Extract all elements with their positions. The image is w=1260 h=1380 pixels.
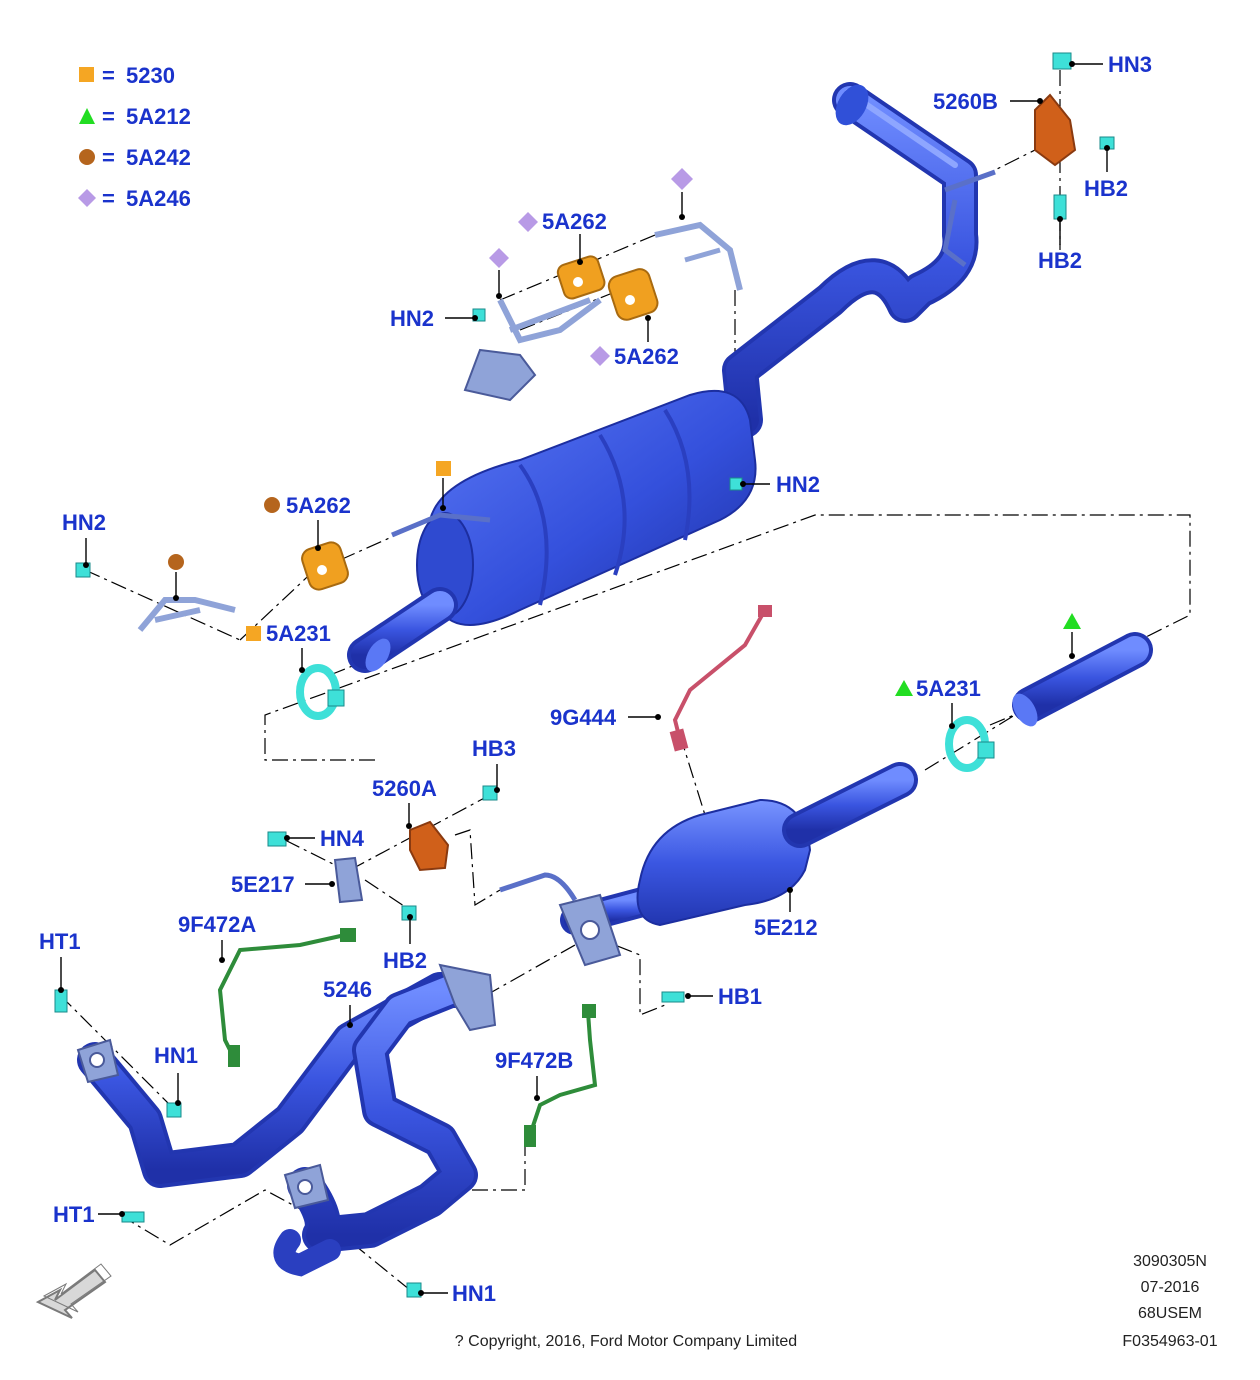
footer-model: 68USEM — [1138, 1305, 1202, 1322]
sensor-9f472a-wire — [217, 933, 346, 1061]
muffler — [347, 389, 757, 673]
bracket-5e217 — [333, 856, 364, 904]
label-hb2-top-b: HB2 — [1038, 248, 1082, 273]
legend-eq-3: = — [102, 145, 115, 170]
label-5246: 5246 — [323, 977, 372, 1002]
marker-diamond-left — [489, 248, 509, 268]
footer-ref: F0354963-01 — [1122, 1333, 1217, 1350]
upper-bracket-right — [654, 221, 743, 291]
legend-circle-symbol — [79, 149, 95, 165]
legend-code-5a212: 5A212 — [126, 104, 191, 129]
left-bracket — [137, 597, 236, 632]
muffler-hanger — [391, 512, 491, 538]
clamps — [296, 664, 995, 772]
fastener-ht1-bottom — [121, 1211, 145, 1223]
legend-eq-2: = — [102, 104, 115, 129]
callout-markers — [168, 168, 1081, 696]
label-hn1-bottom: HN1 — [452, 1281, 496, 1306]
catalytic-converter — [499, 762, 918, 967]
front-direction-arrow-icon — [35, 1263, 112, 1319]
label-5a231-left: 5A231 — [266, 621, 331, 646]
marker-square-muffler — [436, 461, 451, 476]
fastener-hb1 — [661, 991, 685, 1003]
label-5a231-right: 5A231 — [916, 676, 981, 701]
part-labels: HN3 5260B HB2 HB2 5A262 HN2 5A262 HN2 HN… — [39, 52, 1152, 1306]
legend-square-symbol — [79, 67, 94, 82]
footer-copyright: ? Copyright, 2016, Ford Motor Company Li… — [455, 1333, 797, 1350]
sensors — [217, 605, 772, 1147]
fastener-hn4 — [267, 831, 287, 847]
label-5a262-left: 5A262 — [286, 493, 351, 518]
fastener-hn1-top — [166, 1102, 182, 1118]
label-hb2-top-a: HB2 — [1084, 176, 1128, 201]
legend-code-5a246: 5A246 — [126, 186, 191, 211]
leader-lines — [58, 61, 1110, 1296]
label-hn1-top: HN1 — [154, 1043, 198, 1068]
tailpipe-hanger — [942, 169, 996, 267]
label-ht1-bottom: HT1 — [53, 1202, 95, 1227]
marker-diamond-5a262-mid — [590, 346, 610, 366]
label-5e217: 5E217 — [231, 872, 295, 897]
legend-eq-4: = — [102, 186, 115, 211]
label-hb1: HB1 — [718, 984, 762, 1009]
footer-code: 3090305N — [1133, 1253, 1207, 1270]
fastener-hn3 — [1052, 52, 1072, 70]
marker-circle-bracket — [168, 554, 184, 570]
marker-diamond-5a262-top — [518, 212, 538, 232]
legend-diamond-symbol — [78, 189, 96, 207]
label-hb2-mid: HB2 — [383, 948, 427, 973]
upper-bracket-left — [463, 348, 537, 402]
cat-heat-tube — [499, 872, 578, 902]
label-ht1-top: HT1 — [39, 929, 81, 954]
label-hb3: HB3 — [472, 736, 516, 761]
tailpipe-outlet — [835, 84, 869, 126]
label-5260b: 5260B — [933, 89, 998, 114]
y-pipe-flange-right — [438, 963, 497, 1032]
marker-diamond-top — [671, 168, 693, 190]
insulator-5260a — [409, 820, 450, 872]
sensor-9g444-wire — [672, 609, 767, 741]
label-5260a: 5260A — [372, 776, 437, 801]
intermediate-pipe — [1012, 632, 1153, 727]
legend-eq-1: = — [102, 63, 115, 88]
footer-date: 07-2016 — [1141, 1279, 1200, 1296]
label-hn2-muffler: HN2 — [776, 472, 820, 497]
sensor-9f472b-wire — [528, 1011, 598, 1136]
label-9f472b: 9F472B — [495, 1048, 573, 1073]
insulator-5a262-top-2 — [607, 268, 659, 321]
marker-square-5a231 — [246, 626, 261, 641]
fastener-hb2-down — [1053, 194, 1067, 220]
insulator-5260b — [1034, 93, 1077, 167]
tailpipe-assembly — [722, 82, 996, 438]
insulator-5a262-top-1 — [556, 255, 606, 300]
front-y-pipe — [76, 963, 497, 1277]
label-5a262-mid: 5A262 — [614, 344, 679, 369]
insulators — [301, 93, 1077, 872]
marker-triangle-5a231 — [895, 680, 913, 696]
legend-code-5230: 5230 — [126, 63, 175, 88]
label-5a262-top: 5A262 — [542, 209, 607, 234]
assembly-lines — [59, 70, 1191, 1291]
marker-circle-5a262 — [264, 497, 280, 513]
legend: = 5230 = 5A212 = 5A242 = 5A246 — [78, 63, 191, 211]
marker-triangle-intermediate — [1063, 613, 1081, 629]
label-hn3: HN3 — [1108, 52, 1152, 77]
legend-code-5a242: 5A242 — [126, 145, 191, 170]
legend-triangle-symbol — [79, 108, 95, 124]
label-5e212: 5E212 — [754, 915, 818, 940]
label-hn4: HN4 — [320, 826, 365, 851]
fastener-ht1-top — [54, 989, 68, 1013]
footer: 3090305N 07-2016 68USEM F0354963-01 ? Co… — [455, 1253, 1218, 1350]
label-hn2-left: HN2 — [62, 510, 106, 535]
label-9g444: 9G444 — [550, 705, 617, 730]
label-hn2-top: HN2 — [390, 306, 434, 331]
label-9f472a: 9F472A — [178, 912, 256, 937]
hanger-brackets — [137, 221, 743, 904]
